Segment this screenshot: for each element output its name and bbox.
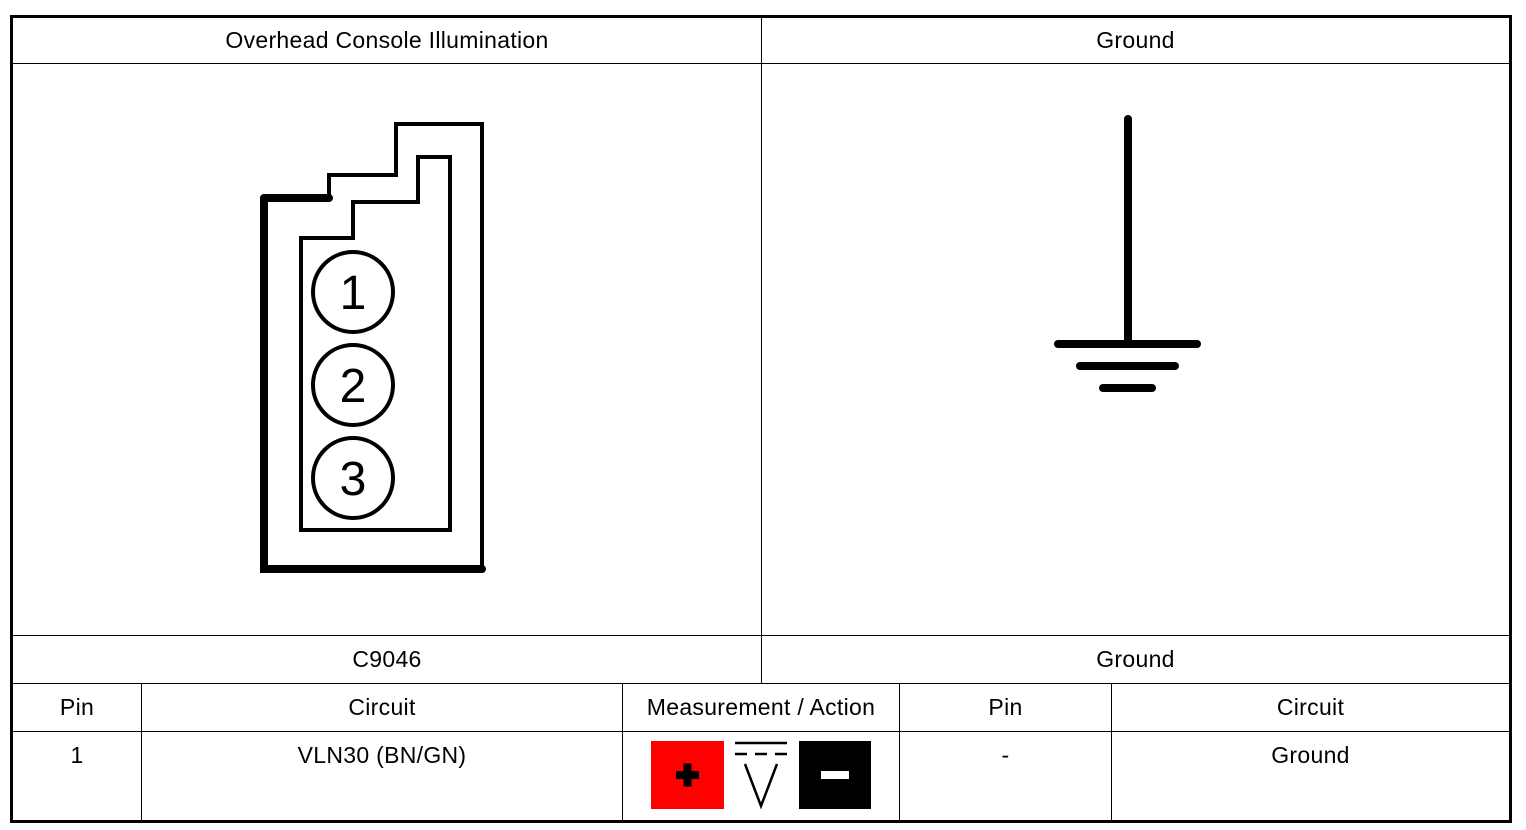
divider-col-2	[622, 684, 623, 820]
pin-2: 2	[311, 343, 395, 427]
divider-col-1	[141, 684, 142, 820]
row-circuit-left: VLN30 (BN/GN)	[297, 742, 467, 768]
divider-above-row	[13, 731, 1509, 732]
divider-col-4	[1111, 684, 1112, 820]
header-circuit-right: Circuit	[1276, 694, 1345, 720]
connector-face-diagram: 1 2 3	[260, 122, 486, 573]
connector-housing-heavy-edge	[260, 194, 486, 573]
connector-table-frame	[10, 15, 1512, 823]
pin-2-label: 2	[340, 360, 367, 413]
positive-probe-icon	[651, 741, 724, 809]
header-circuit-left: Circuit	[348, 694, 416, 720]
connector-id-right: Ground	[1096, 646, 1175, 672]
connector-inner-cavity	[299, 155, 452, 532]
header-measurement-action: Measurement / Action	[646, 694, 876, 720]
row-circuit-right: Ground	[1271, 742, 1350, 768]
header-pin-left: Pin	[59, 694, 95, 720]
pin-3: 3	[311, 436, 395, 520]
dc-voltage-icon	[735, 741, 787, 810]
ground-symbol-icon	[1054, 115, 1201, 392]
divider-col-3	[899, 684, 900, 820]
pin-1-label: 1	[340, 267, 367, 320]
pin-3-label: 3	[340, 453, 367, 506]
divider-connectors	[761, 18, 762, 684]
row-pin-left: 1	[70, 742, 84, 768]
connector-title-right: Ground	[1096, 27, 1175, 53]
pin-1: 1	[311, 250, 395, 334]
row-pin-right: -	[1001, 742, 1010, 768]
connector-id-left: C9046	[352, 646, 422, 672]
measurement-icons	[623, 732, 899, 820]
header-pin-right: Pin	[988, 694, 1023, 720]
negative-probe-icon	[799, 741, 871, 809]
connector-title-left: Overhead Console Illumination	[225, 27, 549, 53]
